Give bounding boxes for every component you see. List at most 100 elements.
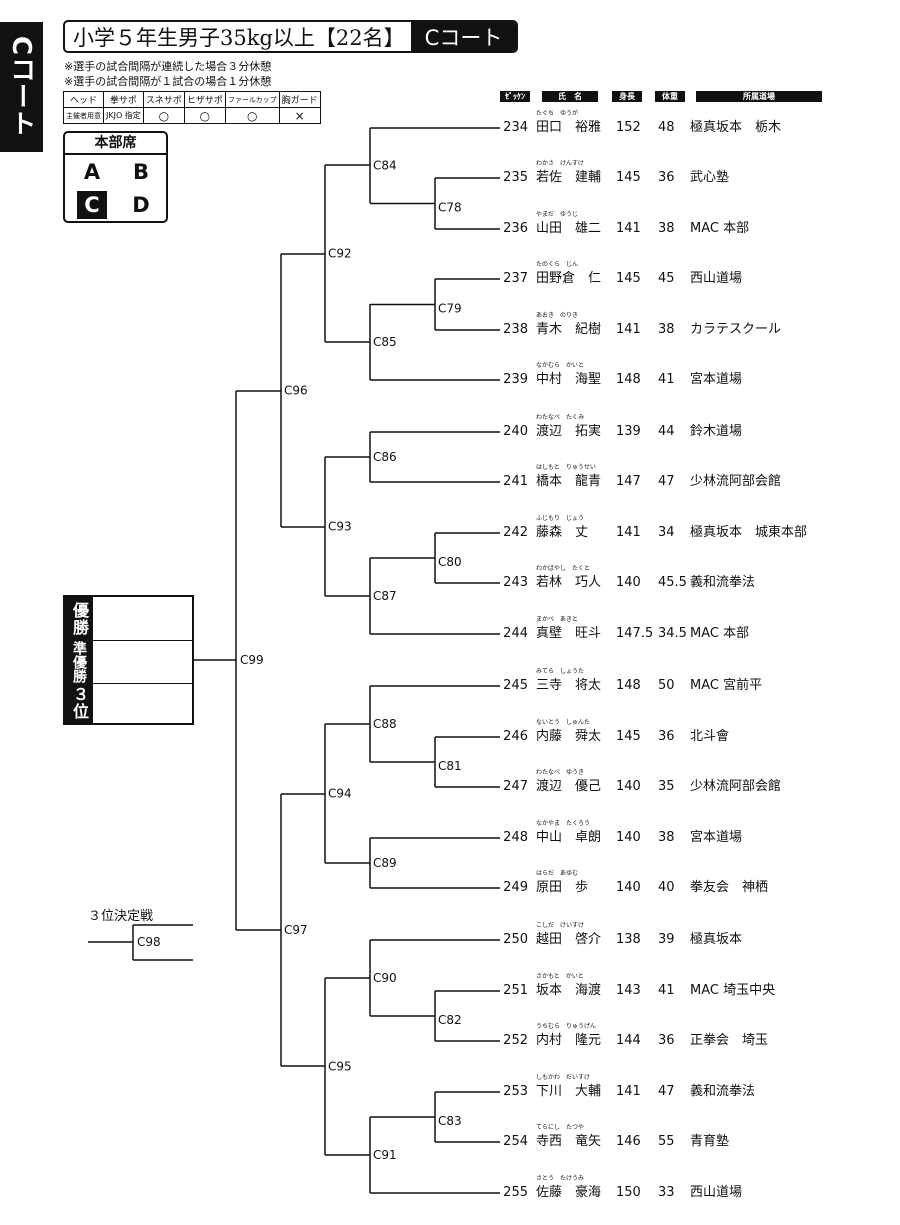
match-label: C86 — [373, 450, 397, 464]
entrant-name: 佐藤 豪海 — [536, 1185, 602, 1200]
entrant-name: 下川 大輔 — [536, 1084, 602, 1099]
entrant-name: 中村 海聖 — [536, 372, 602, 387]
entrant-name-cell: たぐち ゆうが田口 裕雅 — [536, 110, 601, 137]
entrant-dojo: 鈴木道場 — [690, 424, 743, 439]
entrant-weight: 36 — [658, 170, 675, 185]
rest-note-2: ※選手の試合間隔が１試合の場合１分休憩 — [64, 75, 272, 88]
equipment-value: 主催者用意 — [63, 107, 104, 124]
entrant-name-reading: たぐち ゆうが — [536, 110, 579, 117]
entrant-name-cell: さとう たけうみ佐藤 豪海 — [536, 1175, 602, 1202]
entrant-dojo: 青育塾 — [690, 1134, 730, 1149]
column-header-number: ｾﾞｯｹﾝ — [500, 91, 530, 102]
entrant-name-reading: さとう たけうみ — [536, 1175, 585, 1182]
entrant-number: 241 — [503, 474, 528, 489]
match-labels: C78C79C80C81C82C83C84C85C86C87C88C89C90C… — [137, 159, 462, 1163]
equipment-table: ヘッド 拳サポ スネサポ ヒザサポ ファールカップ 胸ガード 主催者用意 JKJ… — [63, 91, 321, 124]
entrant-number: 249 — [503, 880, 528, 895]
entrant-dojo: 極真坂本 栃木 — [690, 120, 782, 135]
entrant-name-cell: はしもと りゅうせい橋本 龍青 — [536, 464, 602, 491]
entrant-dojo: 拳友会 神栖 — [690, 880, 769, 895]
entrant-weight: 34.5 — [658, 626, 687, 641]
entrant-dojo: カラテスクール — [690, 322, 782, 337]
entrant-name-cell: なかやま たくろう中山 卓朗 — [536, 820, 601, 847]
equipment-value-row: 主催者用意 JKJO 指定 ○ ○ ○ × — [63, 107, 321, 124]
entrant-name: 橋本 龍青 — [536, 474, 602, 489]
result-runnerup-row: 準優勝 — [65, 640, 192, 684]
entrant-number: 240 — [503, 424, 528, 439]
entrant-dojo: 極真坂本 城東本部 — [690, 525, 808, 540]
entrant-height: 141 — [616, 322, 641, 337]
court-tab-label: Cコート — [6, 36, 36, 138]
entrant-weight: 41 — [658, 983, 675, 998]
entrant-dojo: MAC 本部 — [690, 221, 750, 236]
match-label: C89 — [373, 856, 397, 870]
entrant-name-reading: こしだ けいすけ — [536, 922, 585, 929]
entrant-name-reading: さかもと かいと — [536, 973, 584, 980]
entrant-number: 252 — [503, 1033, 528, 1048]
result-runnerup-label: 準優勝 — [65, 640, 93, 683]
entrant-name-cell: わかさ けんすけ若佐 建輔 — [536, 160, 601, 187]
entrant-number: 251 — [503, 983, 528, 998]
entrant-name-reading: まかべ あきと — [536, 616, 579, 623]
bracket-lines — [88, 127, 500, 1194]
entrant-name-reading: はしもと りゅうせい — [536, 464, 596, 471]
entrant-weight: 33 — [658, 1185, 675, 1200]
entrant-name: 三寺 将太 — [536, 678, 602, 693]
column-header-dojo: 所属道場 — [696, 91, 822, 102]
entrant-height: 147 — [616, 474, 641, 489]
match-label: C96 — [284, 384, 308, 398]
division-title: 小学５年生男子35kg以上【22名】 Cコート — [63, 20, 518, 53]
hq-seat-box: 本部席 A B C D — [63, 131, 168, 223]
entrant-weight: 45 — [658, 271, 675, 286]
entrant-number: 242 — [503, 525, 528, 540]
match-label: C82 — [438, 1013, 462, 1027]
match-label: C94 — [328, 787, 352, 801]
entrant-height: 141 — [616, 1084, 641, 1099]
entrant-number: 247 — [503, 779, 528, 794]
column-header-name: 氏 名 — [542, 91, 598, 102]
entrant-number: 248 — [503, 830, 528, 845]
entrant-weight: 38 — [658, 830, 675, 845]
entrant-number: 243 — [503, 575, 528, 590]
entrant-dojo: MAC 宮前平 — [690, 678, 763, 693]
match-label: C98 — [137, 935, 161, 949]
entrant-weight: 36 — [658, 729, 675, 744]
match-label: C95 — [328, 1060, 352, 1074]
entrant-name-reading: ないとう しゅんた — [536, 719, 591, 726]
entrant-name-reading: しもかわ だいすけ — [536, 1074, 591, 1081]
entrant-weight: 41 — [658, 372, 675, 387]
entrant-name-reading: たのくら じん — [536, 261, 579, 268]
hq-cell-b: B — [132, 160, 149, 184]
entrant-height: 150 — [616, 1185, 641, 1200]
entrant-name: 内村 隆元 — [536, 1033, 602, 1048]
entrant-dojo: MAC 埼玉中央 — [690, 983, 776, 998]
entrant-dojo: 宮本道場 — [690, 372, 743, 387]
entrant-name: 青木 紀樹 — [536, 322, 602, 337]
entrant-weight: 38 — [658, 322, 675, 337]
entrant-name: 真壁 旺斗 — [536, 626, 602, 641]
entrant-name: 田野倉 仁 — [536, 271, 602, 286]
entrant-name: 若林 巧人 — [536, 575, 602, 590]
entrant-dojo: 西山道場 — [690, 1185, 743, 1200]
entrant-weight: 47 — [658, 474, 675, 489]
hq-seat-title: 本部席 — [65, 133, 166, 155]
entrant-name-cell: わたなべ たくみ渡辺 拓実 — [536, 414, 601, 441]
entrant-height: 139 — [616, 424, 641, 439]
entrant-name-cell: やまだ ゆうじ山田 雄二 — [536, 211, 601, 238]
entrant-name-cell: しもかわ だいすけ下川 大輔 — [536, 1074, 602, 1101]
entrant-number: 246 — [503, 729, 528, 744]
entrant-dojo: 正拳会 埼玉 — [690, 1033, 769, 1048]
entrant-name-cell: なかむら かいと中村 海聖 — [536, 362, 602, 389]
entrant-height: 145 — [616, 271, 641, 286]
entrant-height: 147.5 — [616, 626, 654, 641]
entrant-height: 152 — [616, 120, 641, 135]
match-label: C88 — [373, 717, 397, 731]
entrant-height: 138 — [616, 932, 641, 947]
entrant-weight: 44 — [658, 424, 675, 439]
entrant-name: 藤森 丈 — [536, 525, 589, 540]
match-label: C79 — [438, 302, 462, 316]
entrant-dojo: 少林流阿部会館 — [690, 474, 782, 489]
entrant-height: 141 — [616, 221, 641, 236]
entrant-name-cell: まかべ あきと真壁 旺斗 — [536, 616, 602, 643]
entrant-name-reading: わたなべ ゆうき — [536, 769, 585, 776]
